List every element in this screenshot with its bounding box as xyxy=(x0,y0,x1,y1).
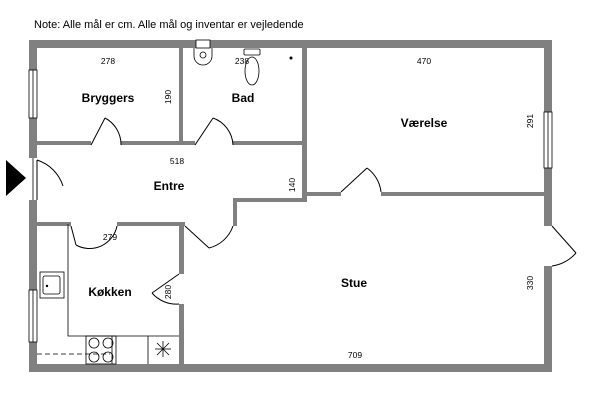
stue-balcony-door xyxy=(544,225,577,267)
floor-drain-icon xyxy=(289,56,293,60)
sink-icon xyxy=(39,271,65,299)
room-label-bryggers: Bryggers xyxy=(82,91,135,105)
window-vaerelse xyxy=(543,111,553,169)
door-swings xyxy=(70,117,382,305)
stove-icon xyxy=(85,335,117,365)
dimension-vaerelse-width: 470 xyxy=(417,56,431,66)
toilet-icon xyxy=(243,48,261,86)
room-label-entre: Entre xyxy=(154,179,185,193)
room-label-bad: Bad xyxy=(232,91,255,105)
window-bad-top xyxy=(195,39,211,49)
plan-note: Note: Alle mål er cm. Alle mål og invent… xyxy=(34,19,304,31)
dimension-bad-width: 238 xyxy=(235,56,249,66)
room-label-stue: Stue xyxy=(341,276,367,290)
dimension-bryggers-width: 278 xyxy=(101,56,115,66)
dimension-koekken-width: 279 xyxy=(103,232,117,242)
windows xyxy=(28,39,553,343)
outer-walls xyxy=(29,40,552,372)
dimension-koekken-depth: 280 xyxy=(163,285,173,299)
entrance-door xyxy=(29,158,64,200)
interior-walls xyxy=(37,48,544,364)
dimension-entre-depth: 140 xyxy=(287,178,297,192)
room-label-koekken: Køkken xyxy=(88,285,131,299)
entrance-arrow-icon xyxy=(6,160,26,196)
bathroom-sink-icon xyxy=(193,48,213,66)
room-label-vaerelse: Værelse xyxy=(401,116,448,130)
dimension-stue-width: 709 xyxy=(348,350,362,360)
dimension-bryggers-depth: 190 xyxy=(163,90,173,104)
freezer-icon xyxy=(155,341,171,357)
window-bryggers xyxy=(28,69,38,119)
dimension-entre-width: 518 xyxy=(170,156,184,166)
dimension-vaerelse-depth: 291 xyxy=(525,114,535,128)
dimension-stue-depth: 330 xyxy=(525,276,535,290)
window-koekken xyxy=(28,289,38,343)
